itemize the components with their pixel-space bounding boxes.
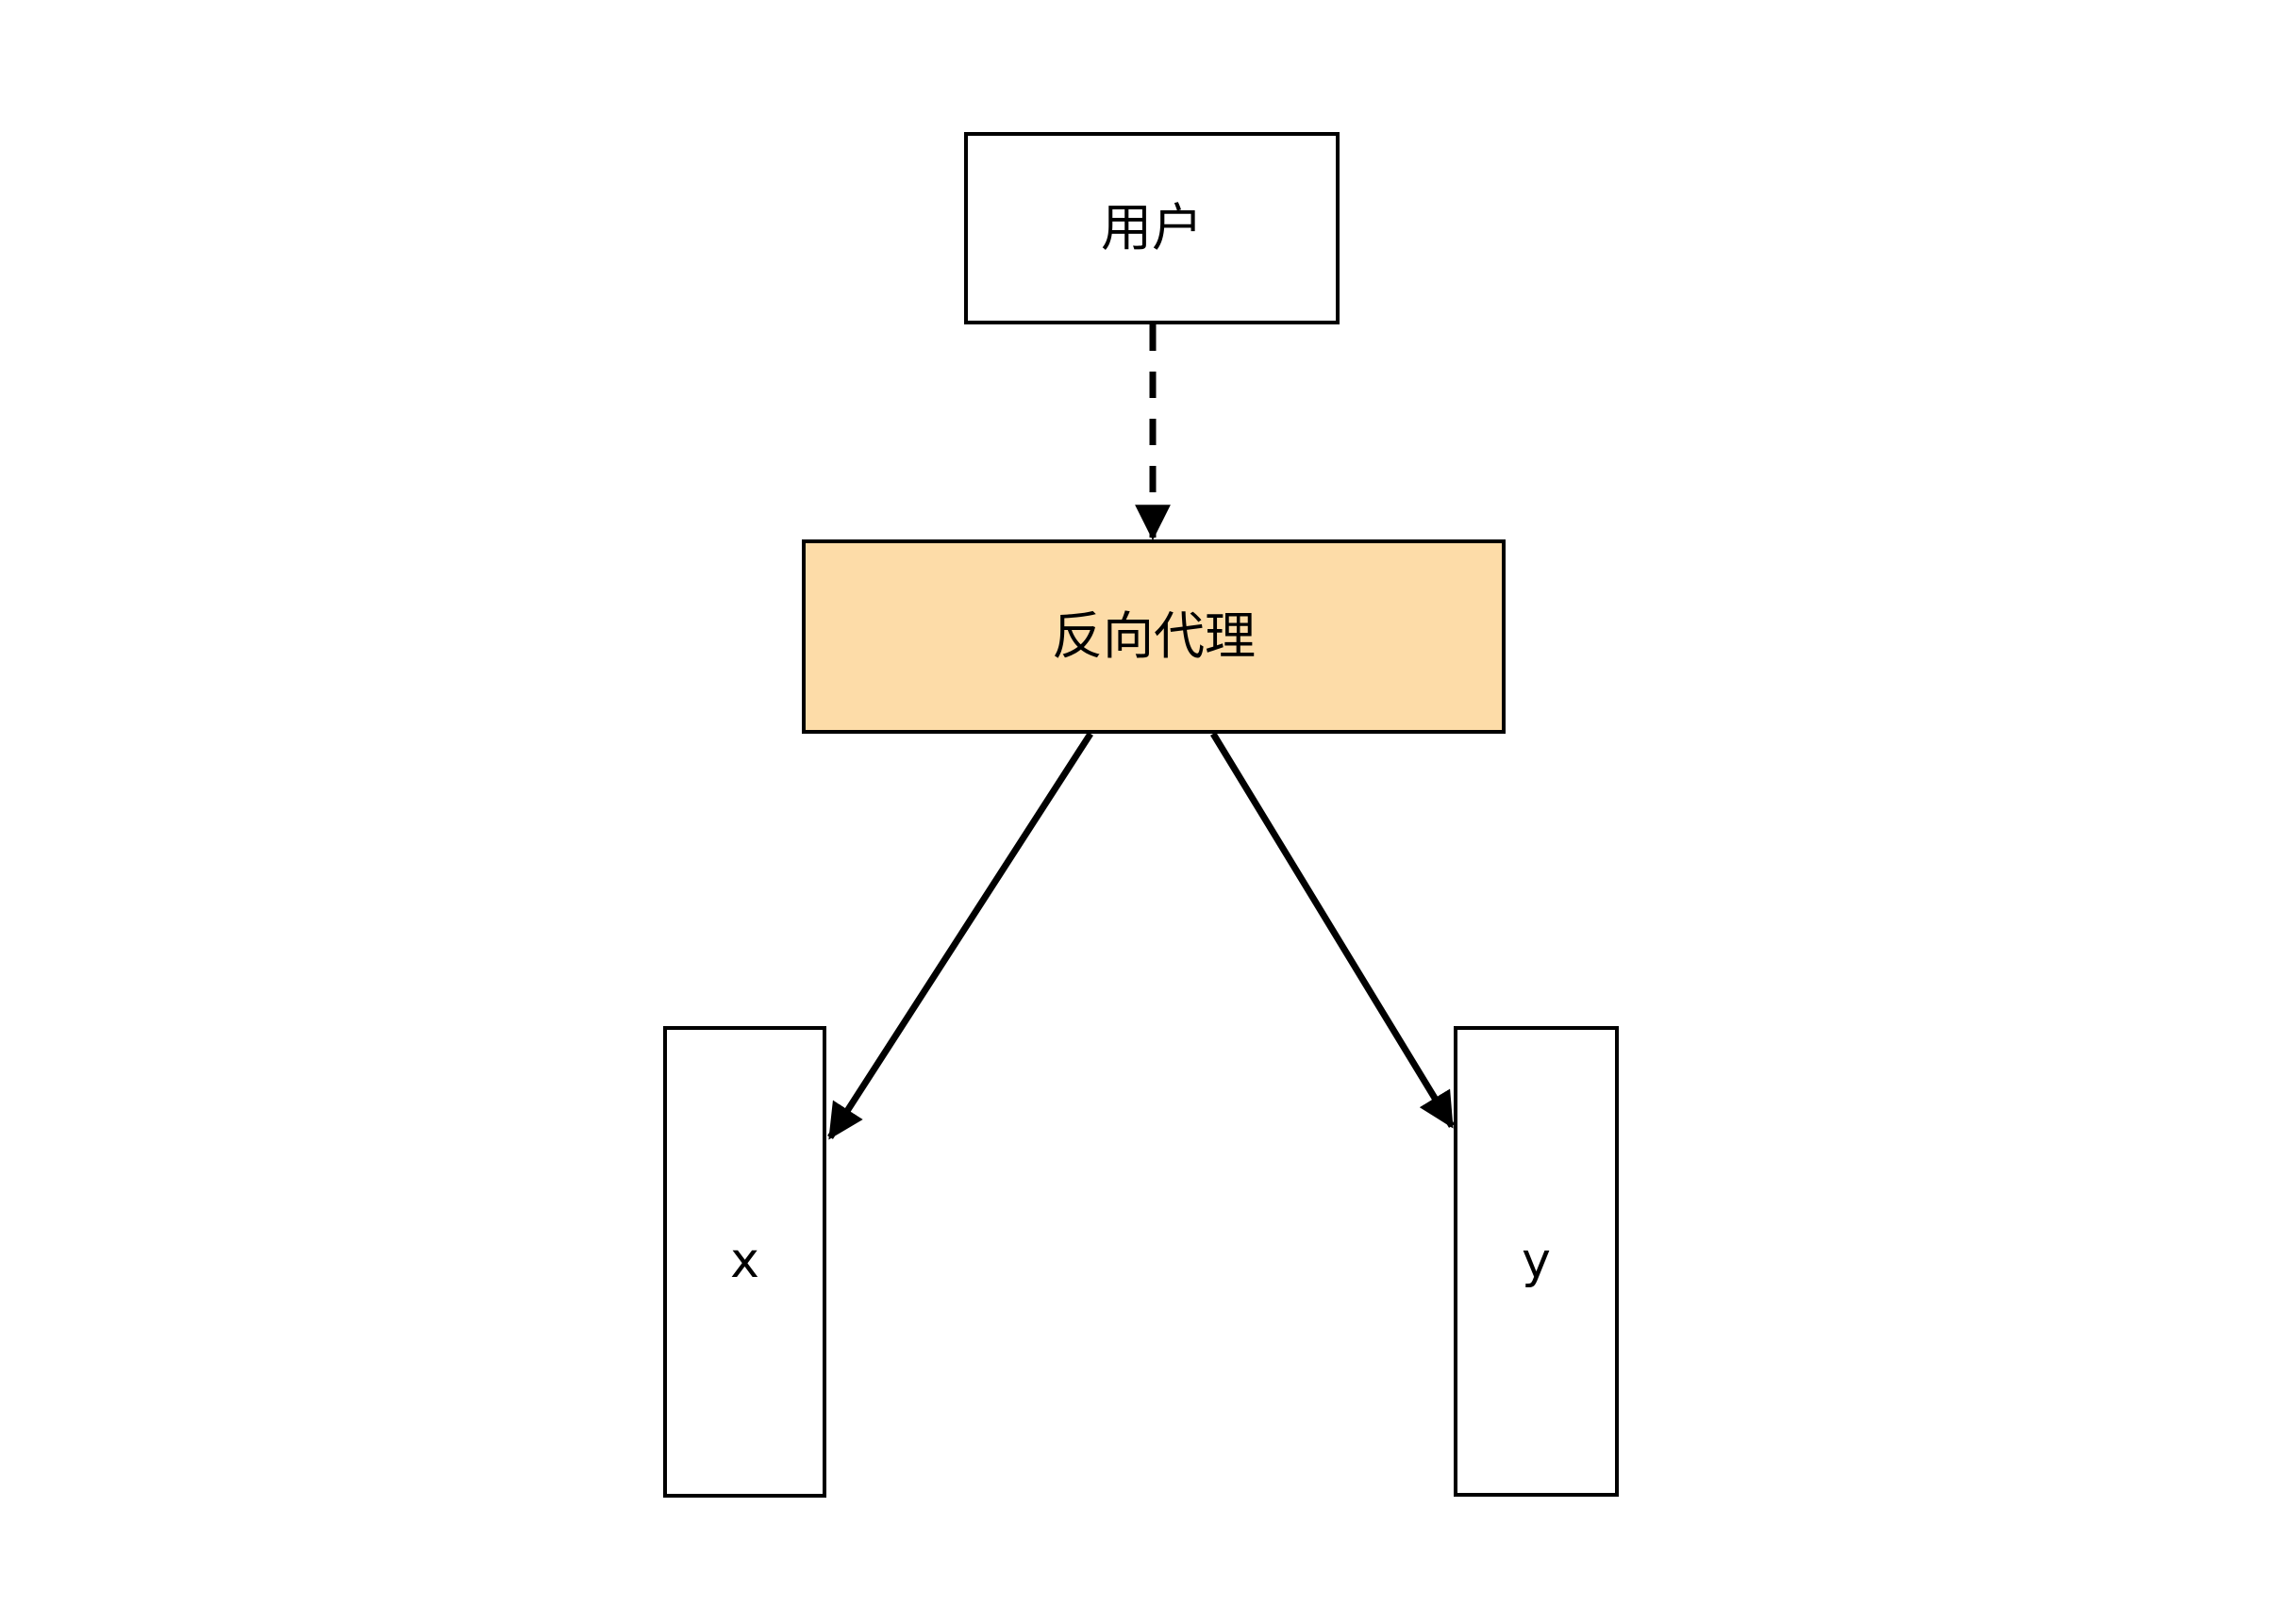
node-user-label: 用户 [1101, 198, 1203, 258]
node-reverse-proxy[interactable]: 反向代理 [802, 539, 1506, 734]
node-y-label: y [1522, 1232, 1551, 1289]
node-x-label: x [730, 1233, 759, 1290]
edge-proxy-to-x [827, 732, 1093, 1140]
edge-proxy-to-y [1210, 732, 1455, 1129]
node-x[interactable]: x [663, 1026, 826, 1498]
node-reverse-proxy-label: 反向代理 [1052, 606, 1256, 667]
node-y[interactable]: y [1454, 1026, 1619, 1497]
node-user[interactable]: 用户 [964, 132, 1340, 324]
